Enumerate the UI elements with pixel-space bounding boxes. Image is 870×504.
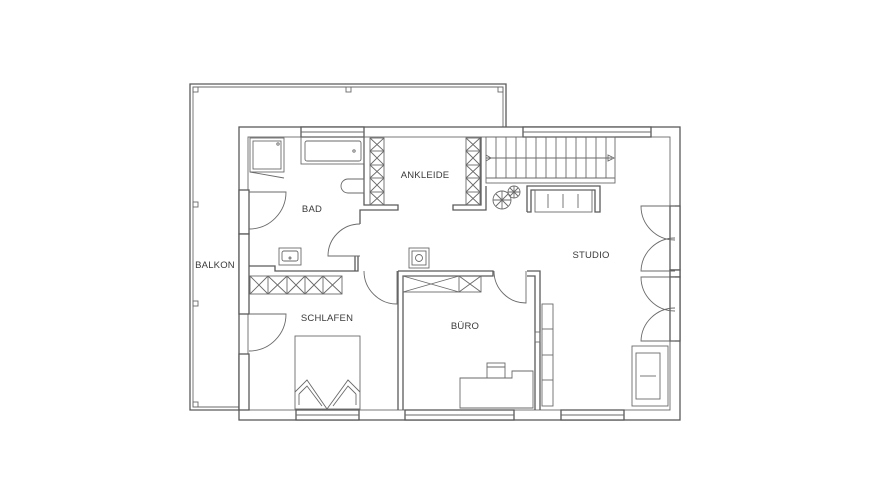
room-label-balkon: BALKON <box>195 260 235 271</box>
bathroom-fixtures <box>249 136 365 266</box>
wardrobes <box>249 137 482 295</box>
room-label-schlafen: SCHLAFEN <box>301 313 353 324</box>
bookshelf <box>534 303 554 407</box>
balcony <box>189 83 507 411</box>
sofa <box>631 345 669 407</box>
double-bed <box>294 335 361 410</box>
windows <box>295 126 652 421</box>
outer-walls <box>238 126 681 421</box>
room-label-buero: BÜRO <box>451 321 479 332</box>
doors <box>248 191 676 352</box>
office-desk <box>459 362 534 409</box>
room-labels: BALKON BAD ANKLEIDE STUDIO SCHLAFEN BÜRO <box>195 170 609 332</box>
room-label-bad: BAD <box>302 204 322 215</box>
room-label-studio: STUDIO <box>572 250 609 261</box>
staircase <box>485 136 616 213</box>
room-label-ankleide: ANKLEIDE <box>401 170 450 181</box>
interior-walls <box>249 137 601 410</box>
plant-icons <box>492 185 521 210</box>
stove <box>408 247 430 269</box>
